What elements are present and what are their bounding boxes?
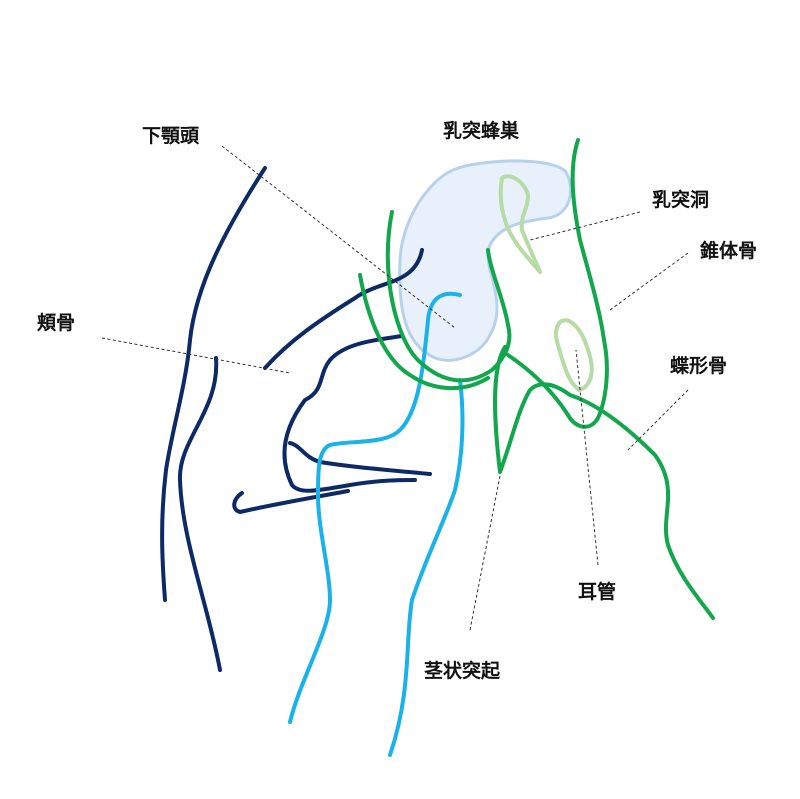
- green-curve-styloid: [493, 345, 715, 620]
- cyan-curve-right: [388, 378, 465, 757]
- label-mastoid-cells: 乳突蜂巣: [443, 119, 520, 142]
- label-mandibular-head: 下顎頭: [142, 125, 200, 147]
- leader-styloid-process: [469, 475, 501, 631]
- navy-curve-long: [160, 166, 267, 602]
- cyan-curves: [288, 291, 465, 757]
- green-curves: [358, 138, 715, 620]
- mastoid-cells-region: [398, 159, 573, 362]
- label-styloid-process: 茎状突起: [424, 659, 501, 682]
- green-curve-inner-arc: [358, 273, 490, 391]
- green-curve-outer-loop: [385, 210, 512, 383]
- label-petrous-bone: 錐体骨: [700, 239, 757, 262]
- leader-sphenoid-bone: [627, 389, 689, 451]
- navy-curve-hook: [282, 334, 417, 493]
- light-green-ear-canal: [553, 318, 594, 392]
- label-mastoid-antrum: 乳突洞: [652, 188, 709, 211]
- navy-curve-lower: [232, 489, 350, 514]
- label-ear-canal: 耳管: [578, 580, 616, 603]
- navy-curve-vertical: [177, 356, 222, 672]
- label-sphenoid-bone: 蝶形骨: [670, 354, 727, 377]
- light-green-curves: [498, 174, 594, 392]
- labels: 下顎頭 乳突蜂巣 乳突洞 錐体骨 頬骨 蝶形骨 耳管 茎状突起: [37, 119, 757, 682]
- leader-zygomatic-bone: [101, 337, 291, 374]
- cyan-curve-left: [288, 291, 462, 724]
- navy-curves: [160, 166, 432, 672]
- leader-lines: [101, 145, 689, 631]
- light-green-antrum: [498, 174, 542, 274]
- green-curve-main: [506, 138, 609, 429]
- label-zygomatic-bone: 頬骨: [37, 311, 75, 334]
- leader-petrous-bone: [609, 252, 689, 311]
- navy-curve-upper: [263, 248, 424, 370]
- navy-curve-mid: [288, 441, 432, 476]
- leader-mastoid-antrum: [529, 211, 641, 241]
